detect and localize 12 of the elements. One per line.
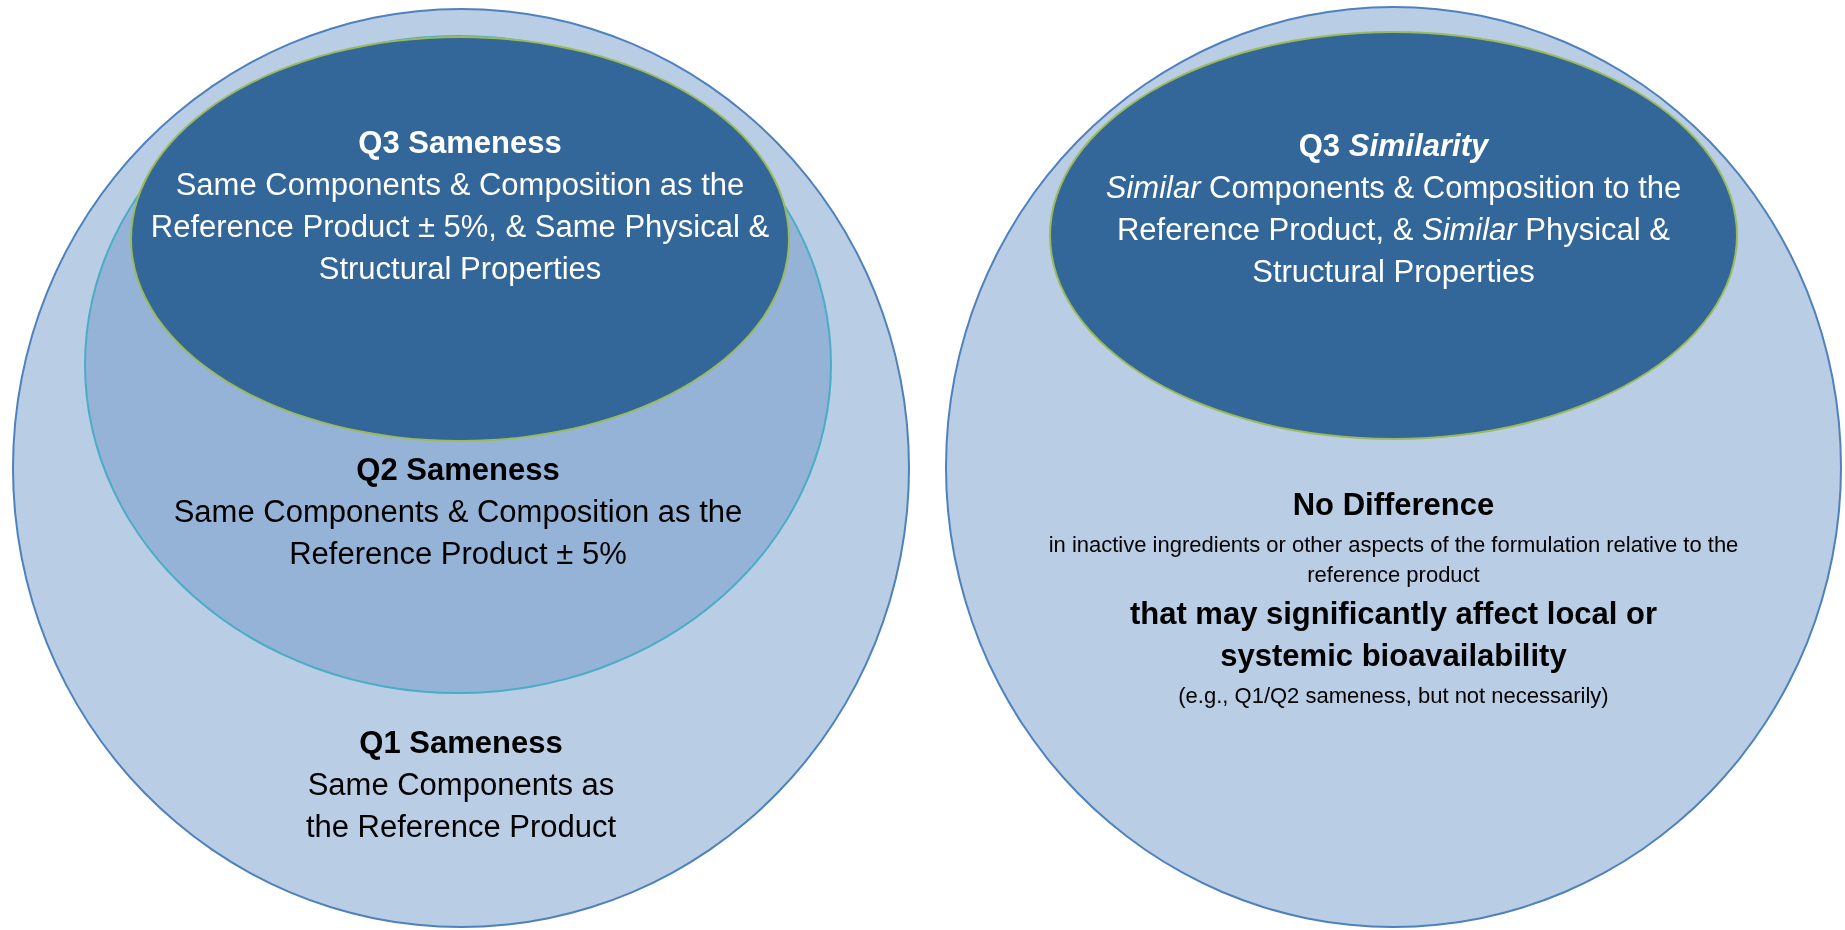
- body-text: Same Components as the Reference Product: [304, 765, 618, 846]
- body-text: Same Components & Composition as the Reference Product ± 5%, & Same Physical & Structural Properties: [150, 165, 770, 288]
- body-text: Same Components & Composition as the Reference Product ± 5%: [172, 492, 744, 573]
- heading: Q3 Similarity: [1298, 127, 1489, 165]
- body-text: Similar Components & Composition to the Reference Product, & Similar Physical & Structural Properties: [1104, 168, 1683, 291]
- body-text: (e.g., Q1/Q2 sameness, but not necessarily): [1178, 681, 1609, 710]
- heading: No Difference: [1292, 486, 1495, 524]
- heading: Q1 Sameness: [359, 724, 563, 762]
- heading: Q3 Sameness: [358, 124, 562, 162]
- heading: Q2 Sameness: [356, 451, 560, 489]
- heading: that may significantly affect local or systemic bioavailability: [1128, 595, 1659, 676]
- body-text: in inactive ingredients or other aspects of the formulation relative to the reference product: [1047, 530, 1740, 589]
